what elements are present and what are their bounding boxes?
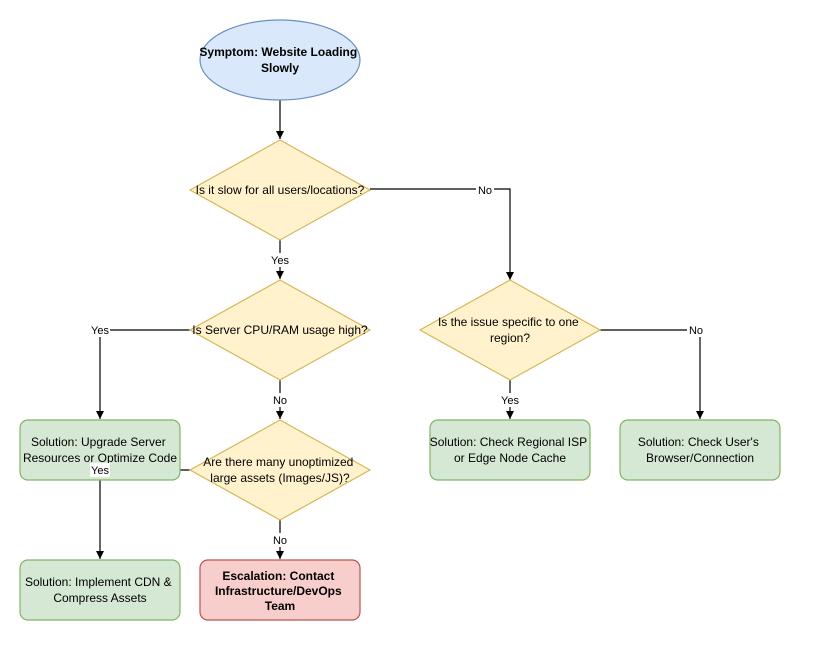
edge-label-bg — [500, 393, 520, 407]
decision-assets[interactable] — [188, 419, 372, 521]
edge-q-region-no — [600, 329, 704, 419]
solution-implement-cdn[interactable] — [19, 559, 181, 621]
decision-assets-label: Are there many unoptimized large assets … — [203, 455, 356, 485]
solution-user-browser[interactable] — [619, 419, 781, 481]
edge-label-assets-no: No — [273, 535, 287, 547]
escalation-node[interactable] — [199, 559, 361, 621]
edge-label-assets-yes: Yes — [91, 465, 109, 477]
edge-label-bg — [687, 323, 705, 337]
edge-label-bg — [90, 463, 110, 477]
edge-label-bg — [476, 183, 494, 197]
solution-upgrade-server-label: Solution: Upgrade Server Resources or Op… — [23, 435, 177, 465]
decision-all-users[interactable] — [188, 139, 372, 241]
edge-label-bg — [271, 533, 289, 547]
edge-label-region-no: No — [689, 325, 703, 337]
edge-q-assets-yes — [96, 469, 190, 559]
escalation-node-label: Escalation: Contact Infrastructure/DevOp… — [215, 569, 345, 613]
decision-all-users-label: Is it slow for all users/locations? — [196, 183, 365, 197]
solution-implement-cdn-label: Solution: Implement CDN & Compress Asset… — [25, 575, 175, 605]
edge-label-bg — [90, 323, 110, 337]
decision-region-label: Is the issue specific to one region? — [438, 315, 582, 345]
solution-upgrade-server[interactable] — [19, 419, 181, 481]
edge-q-cpu-yes — [96, 329, 190, 419]
solution-user-browser-label: Solution: Check User's Browser/Connectio… — [638, 435, 762, 465]
decision-region[interactable] — [418, 279, 602, 381]
edge-label-region-yes: Yes — [501, 395, 519, 407]
decision-cpu-ram[interactable] — [188, 279, 372, 381]
edge-label-bg — [270, 253, 290, 267]
solution-regional-isp-label: Solution: Check Regional ISP or Edge Nod… — [430, 435, 591, 465]
start-node[interactable] — [199, 19, 361, 101]
start-node-label: Symptom: Website Loading Slowly — [199, 45, 360, 75]
decision-cpu-ram-label: Is Server CPU/RAM usage high? — [192, 323, 368, 337]
edge-label-cpu-yes: Yes — [91, 325, 109, 337]
edge-label-cpu-no: No — [273, 395, 287, 407]
edge-label-all-no: No — [478, 185, 492, 197]
edge-label-all-yes: Yes — [271, 255, 289, 267]
solution-regional-isp[interactable] — [429, 419, 591, 481]
edge-label-bg — [271, 393, 289, 407]
edge-q-all-users-no — [370, 188, 514, 280]
